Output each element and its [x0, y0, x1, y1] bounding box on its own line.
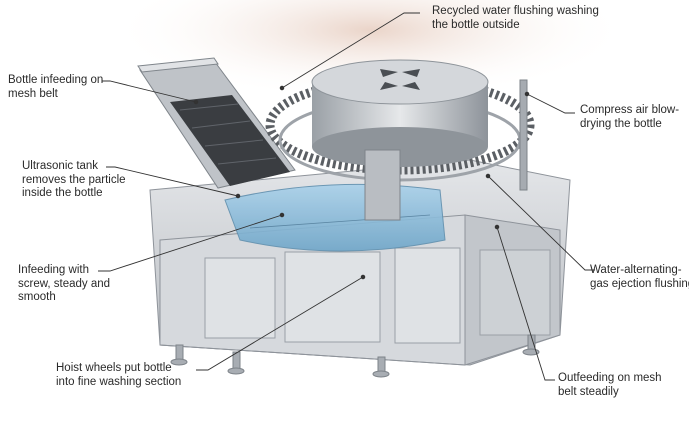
- callout-water-alternating: Water-alternating- gas ejection flushing: [590, 264, 689, 290]
- central-column: [364, 149, 401, 221]
- callout-compress-air: Compress air blow- drying the bottle: [580, 104, 680, 130]
- background-glow: [110, 0, 630, 100]
- callout-infeeding-screw: Infeeding with screw, steady and smooth: [18, 264, 111, 303]
- callout-bottle-infeeding: Bottle infeeding on mesh belt: [8, 74, 104, 100]
- callout-recycled-water: Recycled water flushing washing the bott…: [432, 5, 599, 31]
- top-drum: [311, 59, 489, 167]
- infeed-chute: [137, 57, 296, 189]
- drum-vent-icon: [380, 69, 420, 90]
- machine-legs: [170, 334, 540, 378]
- callout-outfeeding: Outfeeding on mesh belt steadily: [558, 372, 662, 398]
- callout-hoist-wheels: Hoist wheels put bottle into fine washin…: [56, 362, 182, 388]
- callout-ultrasonic-tank: Ultrasonic tank removes the particle ins…: [22, 160, 126, 199]
- right-post: [519, 79, 528, 191]
- leader-lines: [98, 12, 595, 381]
- ultrasonic-tank: [224, 183, 446, 252]
